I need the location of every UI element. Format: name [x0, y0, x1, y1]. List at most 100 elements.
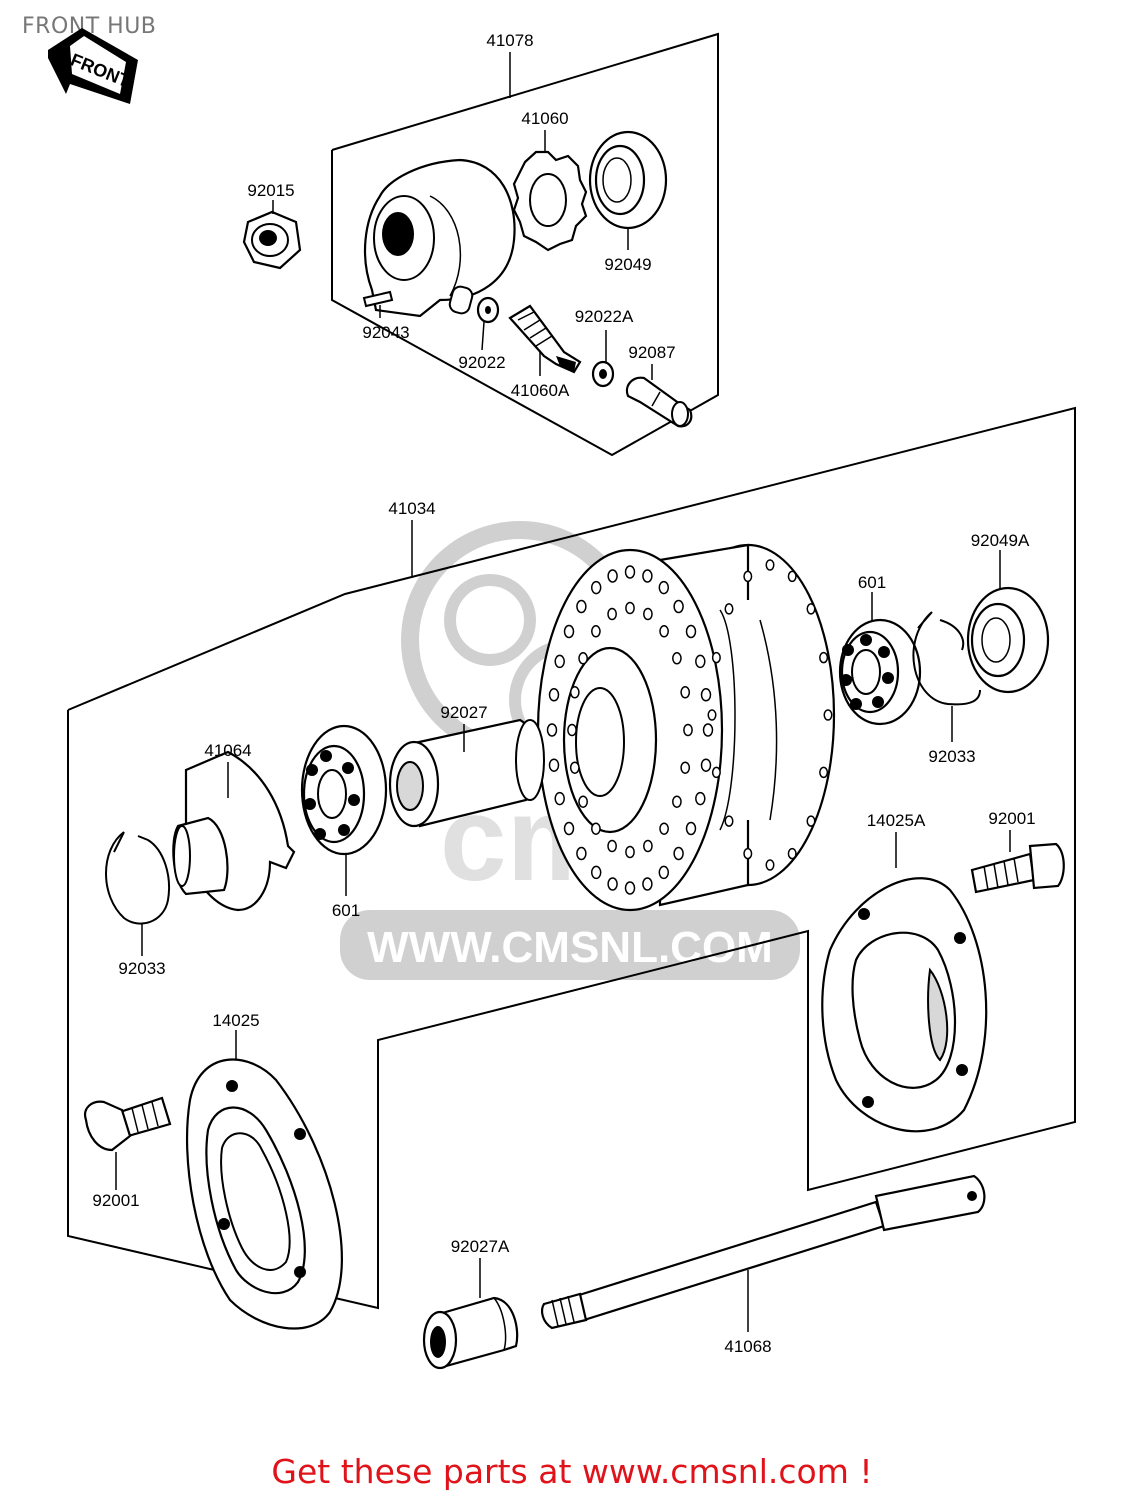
label-92033-right: 92033 — [928, 747, 975, 766]
label-92049A: 92049A — [971, 531, 1030, 550]
part-92033-circlip-right[interactable] — [912, 611, 981, 706]
disc-hole — [673, 846, 684, 861]
disc-hole — [642, 877, 653, 891]
disc-hole — [548, 688, 560, 702]
disc-hole — [554, 654, 565, 669]
disc-hole — [724, 603, 734, 615]
disc-hole — [607, 607, 617, 621]
part-92049A-oil-seal[interactable] — [966, 586, 1050, 694]
label-14025: 14025 — [212, 1011, 259, 1030]
disc-hole — [576, 846, 587, 861]
label-41068: 41068 — [724, 1337, 771, 1356]
label-41034: 41034 — [388, 499, 435, 518]
part-92087-bushing[interactable] — [625, 376, 693, 428]
disc-hole — [591, 822, 601, 835]
part-601-bearing-right[interactable] — [838, 618, 922, 726]
disc-hole — [765, 859, 775, 871]
disc-hole — [765, 559, 775, 571]
label-92022: 92022 — [458, 353, 505, 372]
label-92033-left: 92033 — [118, 959, 165, 978]
part-41060A-worm-shaft[interactable] — [508, 304, 582, 374]
part-41068-axle[interactable] — [541, 1174, 986, 1330]
disc-hole — [685, 624, 697, 639]
part-41034-hub[interactable] — [536, 543, 836, 912]
disc-hole — [806, 815, 816, 827]
disc-hole — [683, 723, 693, 737]
hub-disc-holes — [546, 559, 833, 895]
part-601-bearing-left[interactable] — [300, 724, 388, 856]
disc-hole — [743, 847, 753, 860]
part-92015-nut[interactable] — [242, 210, 302, 270]
label-41060: 41060 — [521, 109, 568, 128]
part-92033-circlip-left[interactable] — [105, 831, 170, 925]
watermark-text: WWW.CMSNL.COM — [367, 923, 773, 972]
disc-hole — [680, 761, 691, 774]
disc-hole — [695, 654, 706, 669]
part-14025-cover-left[interactable] — [185, 1058, 343, 1330]
disc-hole — [563, 821, 575, 836]
disc-hole — [685, 821, 697, 836]
label-601-right: 601 — [858, 573, 886, 592]
part-92001-bolt-left[interactable] — [84, 1096, 172, 1152]
part-92027-spacer[interactable] — [388, 718, 545, 828]
part-labels: 41078 41060 92015 92049 92043 92022 9202… — [92, 31, 1035, 1356]
disc-hole — [563, 624, 575, 639]
disc-hole — [711, 766, 721, 779]
disc-hole — [787, 570, 797, 583]
label-92022A: 92022A — [575, 307, 634, 326]
disc-hole — [819, 766, 829, 779]
part-92001-bolt-right[interactable] — [970, 842, 1065, 894]
disc-hole — [548, 758, 560, 772]
label-92015: 92015 — [247, 181, 294, 200]
label-92001-right: 92001 — [988, 809, 1035, 828]
shop-link[interactable]: Get these parts at www.cmsnl.com ! — [271, 1452, 873, 1491]
disc-hole — [659, 822, 669, 835]
disc-hole — [642, 569, 653, 583]
label-41078: 41078 — [486, 31, 533, 50]
label-92027A: 92027A — [451, 1237, 510, 1256]
part-92022A-washer[interactable] — [591, 360, 615, 388]
disc-hole — [700, 688, 712, 702]
disc-hole — [700, 758, 712, 772]
disc-hole — [624, 565, 636, 579]
disc-hole — [607, 839, 617, 853]
disc-hole — [658, 580, 670, 595]
part-92027A-collar[interactable] — [422, 1296, 519, 1370]
disc-hole — [590, 580, 602, 595]
disc-hole — [591, 625, 601, 638]
part-41064-gear-drive[interactable] — [172, 750, 296, 912]
part-92049-oil-seal[interactable] — [588, 130, 668, 230]
disc-hole — [624, 881, 636, 895]
label-41064: 41064 — [204, 741, 251, 760]
disc-hole — [567, 723, 577, 737]
disc-hole — [569, 761, 580, 774]
label-601-left: 601 — [332, 901, 360, 920]
part-41078-gearbox-housing[interactable] — [363, 158, 516, 318]
gearbox-panel-outline — [331, 32, 719, 457]
disc-hole — [554, 791, 565, 806]
part-92043-pin[interactable] — [362, 290, 394, 308]
part-41060-gear[interactable] — [512, 150, 588, 252]
disc-hole — [658, 865, 670, 880]
disc-hole — [578, 652, 588, 665]
disc-hole — [806, 603, 816, 615]
disc-hole — [643, 607, 653, 621]
disc-hole — [823, 709, 833, 721]
disc-hole — [625, 845, 635, 859]
part-14025A-cover-right[interactable] — [821, 877, 988, 1133]
disc-hole — [576, 599, 587, 614]
disc-hole — [672, 795, 682, 808]
part-92022-washer[interactable] — [476, 296, 500, 324]
label-92001-left: 92001 — [92, 1191, 139, 1210]
label-92043: 92043 — [362, 323, 409, 342]
disc-hole — [607, 569, 618, 583]
disc-hole — [643, 839, 653, 853]
label-92049: 92049 — [604, 255, 651, 274]
disc-hole — [578, 795, 588, 808]
disc-hole — [787, 847, 797, 860]
disc-hole — [707, 709, 717, 721]
disc-hole — [680, 686, 691, 699]
disc-hole — [711, 651, 721, 664]
disc-hole — [625, 601, 635, 615]
